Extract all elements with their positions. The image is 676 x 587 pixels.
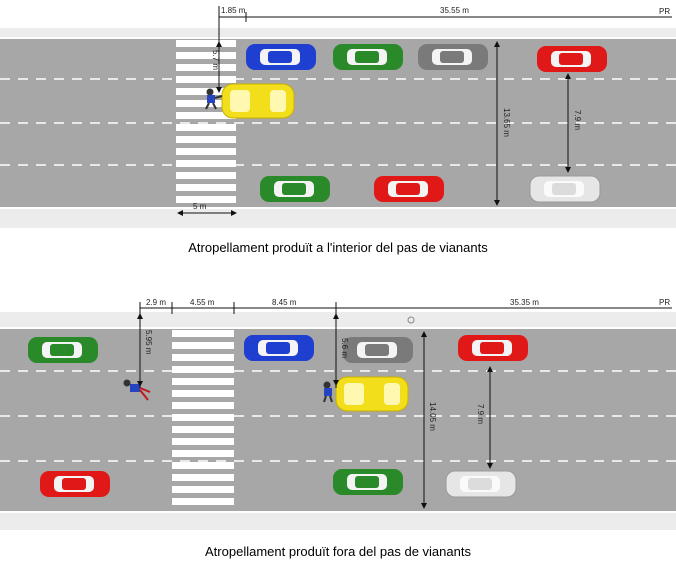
- dim-label: 14.05 m: [428, 402, 437, 431]
- car-white: [445, 470, 517, 498]
- car-red: [537, 46, 607, 72]
- dim-label: 35.35 m: [510, 298, 539, 307]
- pedestrian-icon: [123, 379, 151, 401]
- car-red: [374, 176, 444, 202]
- dim-label: 2.9 m: [146, 298, 166, 307]
- dim-label: 35.55 m: [440, 6, 469, 15]
- reference-point-icon: [407, 316, 415, 324]
- car-green: [28, 337, 98, 363]
- dim-label: 1.85 m: [221, 6, 246, 15]
- dim-label: 5.7 m: [211, 50, 220, 70]
- dim-label: 5.6 m: [340, 338, 349, 358]
- caption-scenario-1: Atropellament produït a l'interior del p…: [188, 240, 488, 255]
- dim-label: 7.9 m: [476, 404, 485, 424]
- scenario-1: 1.85 m 35.55 m PR 5.7 m 13.65 m 7.9 m 5 …: [0, 6, 676, 228]
- car-red: [40, 471, 110, 497]
- dim-label: 8.45 m: [272, 298, 297, 307]
- road-ref-label: PR: [659, 7, 670, 16]
- dim-label: 13.65 m: [502, 108, 511, 137]
- pedestrian-icon: [205, 88, 223, 110]
- car-gray: [418, 44, 488, 70]
- car-blue: [244, 335, 314, 361]
- dim-label: 4.55 m: [190, 298, 215, 307]
- dim-label: 5.95 m: [144, 330, 153, 355]
- car-green: [333, 469, 403, 495]
- car-blue: [246, 44, 316, 70]
- car-yellow-impact: [221, 83, 295, 119]
- car-green: [260, 176, 330, 202]
- car-green: [333, 44, 403, 70]
- pedestrian-crossing: [172, 330, 234, 505]
- pedestrian-icon: [323, 381, 333, 403]
- caption-scenario-2: Atropellament produït fora del pas de vi…: [205, 544, 471, 559]
- car-white: [529, 175, 601, 203]
- car-red: [458, 335, 528, 361]
- car-gray: [343, 337, 413, 363]
- car-yellow-impact: [335, 376, 409, 412]
- pedestrian-crossing: [176, 40, 236, 203]
- scenario-2: 2.9 m 4.55 m 8.45 m 35.35 m PR 5.95 m 5.…: [0, 298, 676, 530]
- dim-label: 7.9 m: [573, 110, 582, 130]
- road-ref-label: PR: [659, 298, 670, 307]
- dim-label: 5 m: [193, 202, 207, 211]
